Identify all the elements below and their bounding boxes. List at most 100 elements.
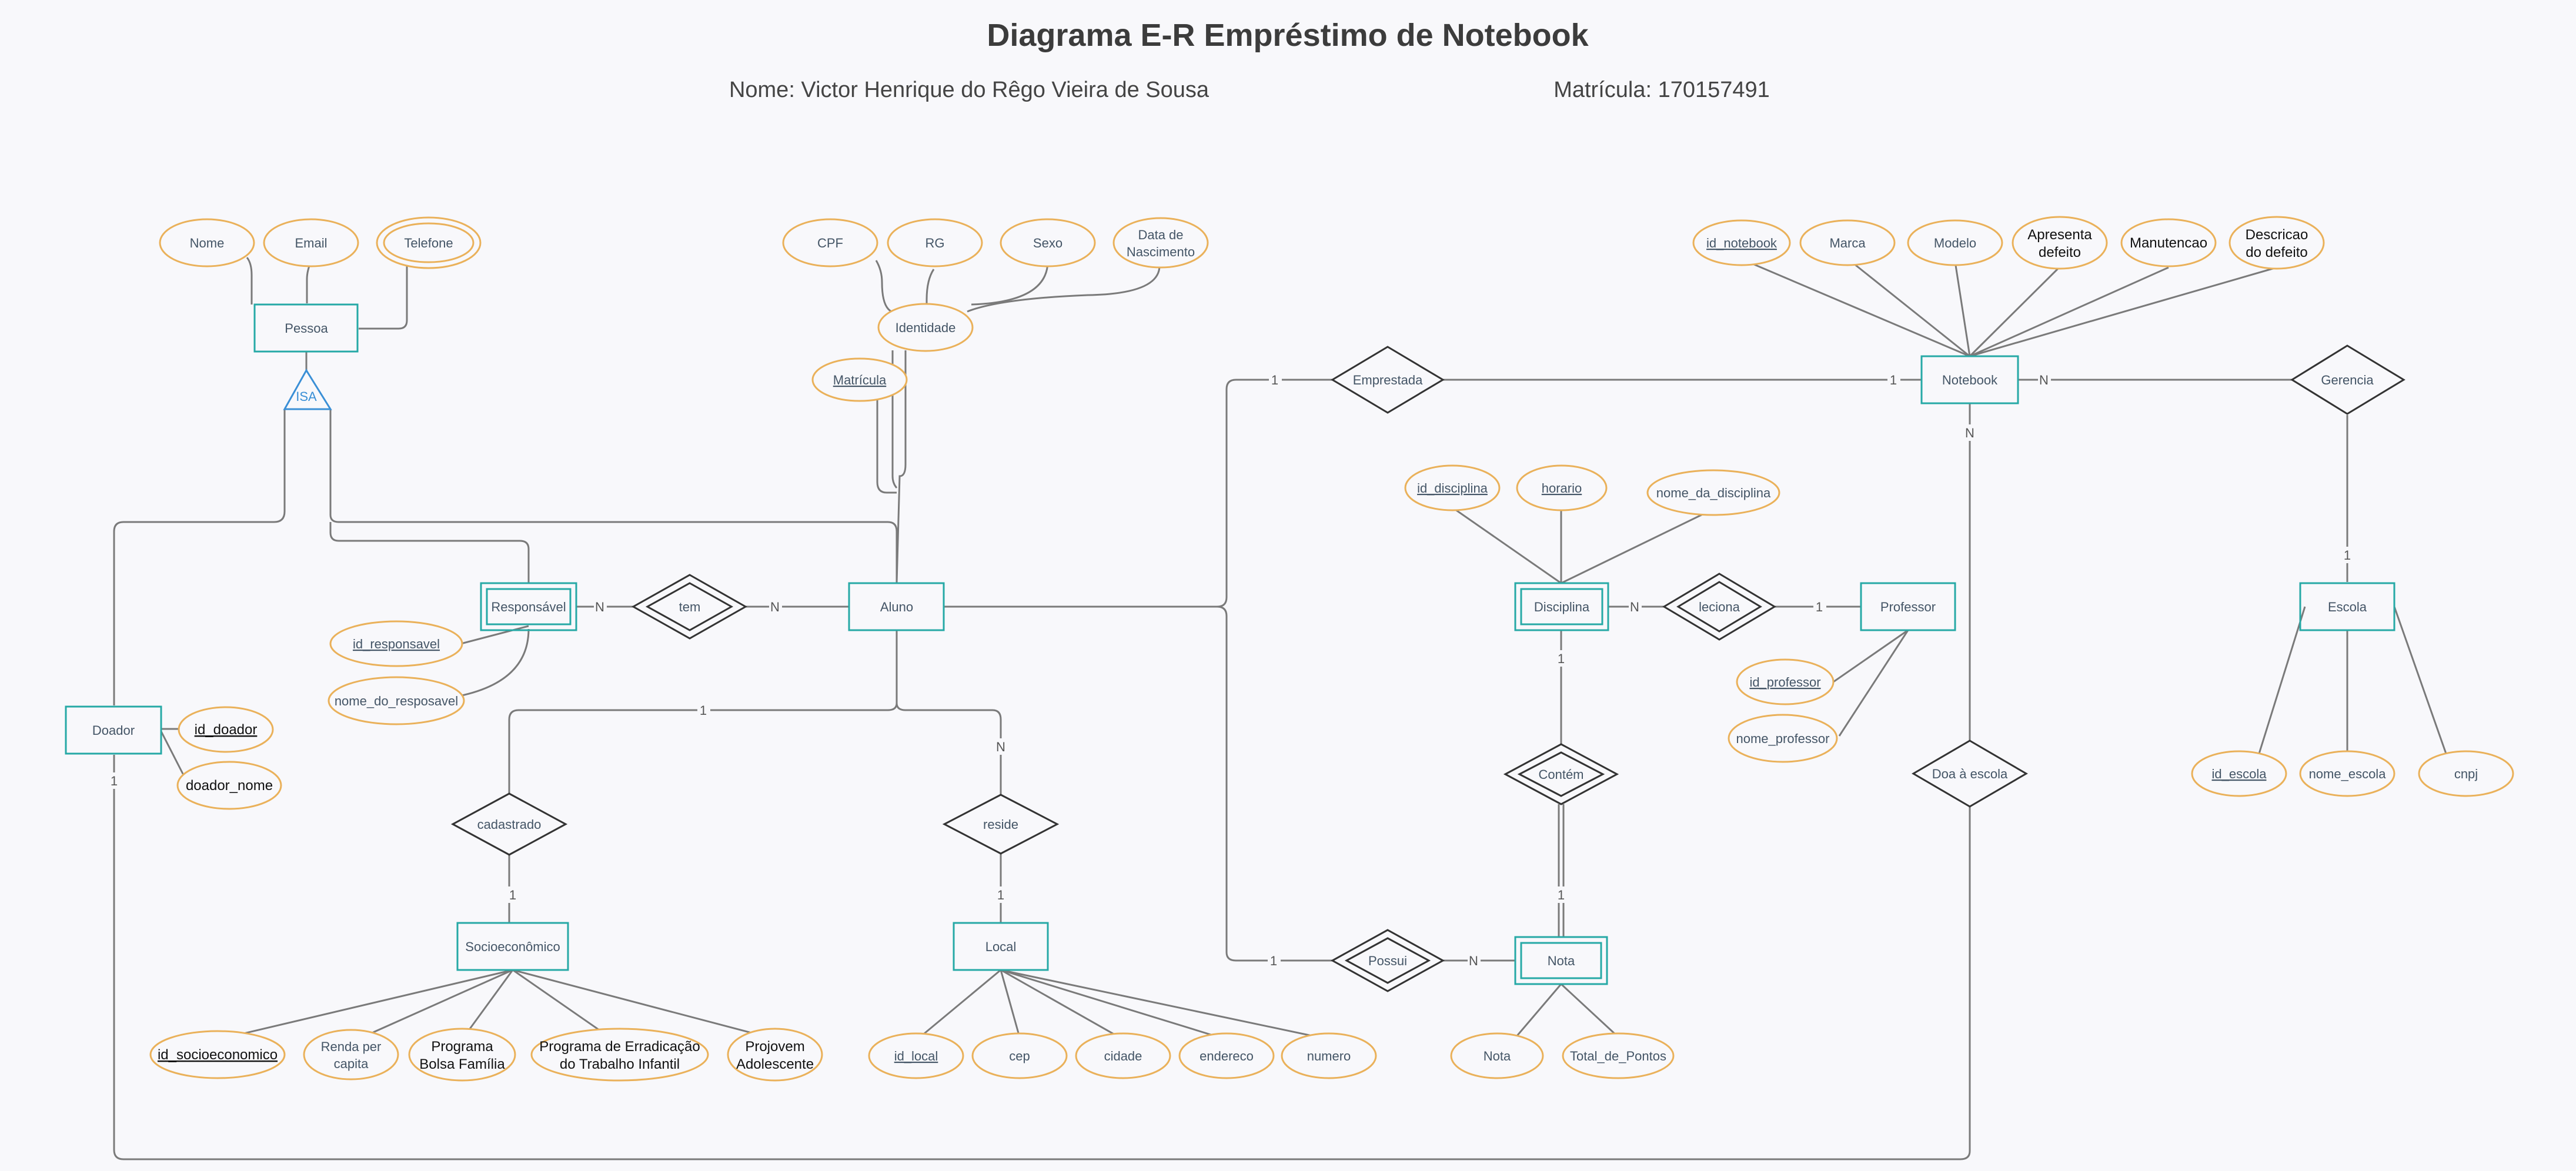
author-matricula: Matrícula: 170157491 [1553,78,1770,102]
attr-rg[interactable]: RG [887,218,983,267]
svg-text:leciona: leciona [1699,600,1740,614]
svg-text:Aluno: Aluno [880,600,913,614]
svg-text:N: N [1965,426,1974,440]
svg-text:id_escola: id_escola [2212,767,2267,781]
svg-text:Doa à escola: Doa à escola [1932,767,2008,781]
entity-responsavel[interactable]: Responsável [480,582,577,631]
relationship-leciona[interactable]: leciona [1662,573,1776,641]
attr-id-professor[interactable]: id_professor [1736,658,1835,705]
svg-text:id_disciplina: id_disciplina [1417,481,1488,496]
attr-endereco[interactable]: endereco [1178,1032,1275,1079]
attr-id-socioeconomico[interactable]: id_socioeconomico [149,1030,286,1079]
diagram-title: Diagrama E-R Empréstimo de Notebook [987,18,1589,53]
attr-cpf[interactable]: CPF [782,218,878,267]
entity-notebook[interactable]: Notebook [1920,355,2019,404]
attr-nota[interactable]: Nota [1450,1032,1544,1079]
svg-text:tem: tem [679,600,701,614]
svg-text:nome_professor: nome_professor [1736,731,1830,746]
attr-nome-professor[interactable]: nome_professor [1728,714,1838,763]
svg-text:Modelo: Modelo [1934,236,1976,250]
svg-text:do Trabalho Infantil: do Trabalho Infantil [560,1056,680,1072]
svg-text:Contém: Contém [1538,767,1583,782]
svg-text:Total_de_Pontos: Total_de_Pontos [1570,1049,1666,1063]
svg-text:Renda per: Renda per [321,1039,382,1054]
attr-marca[interactable]: Marca [1799,219,1896,266]
svg-text:Professor: Professor [1880,600,1936,614]
relationship-tem[interactable]: tem [631,574,748,640]
attr-horario[interactable]: horario [1516,464,1608,511]
svg-text:CPF: CPF [817,236,843,250]
svg-text:id_responsavel: id_responsavel [353,637,440,651]
svg-text:Marca: Marca [1829,236,1866,250]
attr-nome-escola[interactable]: nome_escola [2299,750,2395,797]
entity-socioeconomico[interactable]: Socioeconômico [456,922,569,971]
svg-text:nome_do_resposavel: nome_do_resposavel [335,694,458,708]
svg-text:Matrícula: Matrícula [833,373,887,387]
relationship-contem[interactable]: Contém [1503,743,1619,805]
attr-nome[interactable]: Nome [159,218,255,267]
attr-renda-per-capita[interactable]: Renda per capita [303,1029,399,1080]
attr-telefone[interactable]: Telefone [376,216,482,269]
relationship-emprestada[interactable]: Emprestada [1331,346,1445,414]
svg-text:do defeito: do defeito [2246,245,2307,260]
attr-email[interactable]: Email [263,218,359,267]
svg-text:1: 1 [1558,888,1565,902]
svg-text:Data de: Data de [1138,227,1183,242]
attr-nome-responsavel[interactable]: nome_do_resposavel [328,676,465,725]
relationship-reside[interactable]: reside [942,794,1060,855]
attr-id-escola[interactable]: id_escola [2191,750,2287,797]
svg-text:1: 1 [997,888,1004,902]
attr-id-responsavel[interactable]: id_responsavel [329,620,463,667]
svg-text:1: 1 [111,774,118,788]
entity-professor[interactable]: Professor [1860,582,1956,631]
entity-local[interactable]: Local [953,922,1049,971]
attr-total-pontos[interactable]: Total_de_Pontos [1562,1032,1675,1079]
attr-cnpj[interactable]: cnpj [2418,750,2514,797]
entity-nota[interactable]: Nota [1514,936,1608,985]
svg-text:id_local: id_local [894,1049,938,1063]
attributes: Nome Email Telefone CPF RG Sexo Data deN… [149,216,2514,1082]
svg-text:Descricao: Descricao [2246,227,2308,243]
svg-text:Escola: Escola [2328,600,2367,614]
attr-matricula[interactable]: Matrícula [811,357,908,402]
svg-text:N: N [770,600,780,614]
attr-nome-disciplina[interactable]: nome_da_disciplina [1646,469,1780,516]
attr-modelo[interactable]: Modelo [1907,219,2003,266]
svg-text:Programa de Erradicação: Programa de Erradicação [539,1039,700,1055]
entity-escola[interactable]: Escola [2299,582,2395,631]
attr-sexo[interactable]: Sexo [1000,218,1096,267]
attr-numero[interactable]: numero [1281,1032,1377,1079]
entity-disciplina[interactable]: Disciplina [1514,582,1609,631]
attr-manutencao[interactable]: Manutencao [2120,218,2217,267]
relationship-possui[interactable]: Possui [1330,929,1445,992]
attr-id-local[interactable]: id_local [868,1032,964,1079]
attr-doador-nome[interactable]: doador_nome [176,761,282,810]
relationship-cadastrado[interactable]: cadastrado [450,792,568,856]
svg-text:Projovem: Projovem [745,1039,804,1055]
relationship-doa-escola[interactable]: Doa à escola [1912,740,2028,808]
attr-identidade[interactable]: Identidade [877,303,974,352]
entity-doador[interactable]: Doador [65,705,162,755]
entity-pessoa[interactable]: Pessoa [253,303,359,353]
attr-cep[interactable]: cep [971,1032,1068,1079]
attr-id-doador[interactable]: id_doador [178,706,274,753]
entity-aluno[interactable]: Aluno [848,582,945,631]
attr-descricao-defeito[interactable]: Descricao do defeito [2228,216,2325,270]
connector-lines [113,257,2447,1160]
relationship-gerencia[interactable]: Gerencia [2290,344,2405,415]
attr-cidade[interactable]: cidade [1075,1032,1171,1079]
svg-text:id_socioeconomico: id_socioeconomico [158,1047,278,1063]
svg-text:Adolescente: Adolescente [736,1056,814,1072]
attr-id-disciplina[interactable]: id_disciplina [1404,464,1501,511]
svg-text:Disciplina: Disciplina [1534,600,1590,614]
svg-text:id_notebook: id_notebook [1706,236,1778,250]
svg-text:cidade: cidade [1104,1049,1142,1063]
svg-text:1: 1 [1890,373,1897,387]
svg-text:capita: capita [334,1056,369,1071]
attr-id-notebook[interactable]: id_notebook [1692,219,1791,266]
